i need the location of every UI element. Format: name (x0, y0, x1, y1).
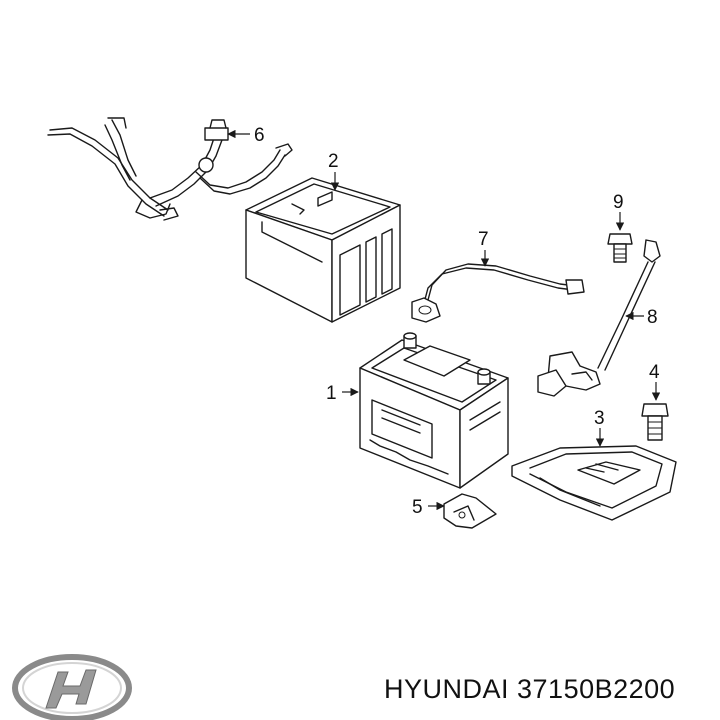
callout-4: 4 (649, 362, 661, 401)
callout-7: 7 (478, 229, 490, 267)
callout-8: 8 (625, 307, 658, 328)
part-1-battery (359, 332, 509, 489)
part-7-negative-cable (411, 263, 585, 323)
callout-5-label: 5 (412, 497, 423, 518)
part-6-cable-harness (47, 117, 293, 221)
callout-6-label: 6 (254, 125, 265, 146)
callout-6: 6 (227, 125, 265, 146)
part-5-hold-down-clamp (443, 493, 497, 529)
part-number-caption: HYUNDAI 37150B2200 (384, 674, 675, 704)
callout-9-label: 9 (613, 192, 624, 213)
callout-4-label: 4 (649, 362, 660, 383)
callout-5: 5 (412, 497, 445, 518)
callout-8-label: 8 (647, 307, 658, 328)
callout-3-label: 3 (594, 408, 605, 429)
callout-3: 3 (594, 408, 605, 447)
part-3-mounting-plate (511, 445, 677, 521)
callout-9: 9 (613, 192, 625, 231)
part-2-battery-tray (245, 177, 401, 323)
callout-1: 1 (326, 383, 359, 404)
part-8-ground-cable (537, 239, 661, 397)
callout-2-label: 2 (328, 151, 339, 172)
part-4-bolt (641, 403, 669, 441)
callout-1-label: 1 (326, 383, 337, 404)
callout-7-label: 7 (478, 229, 489, 250)
part-9-small-bolt (607, 233, 633, 263)
hyundai-logo-icon (12, 654, 132, 720)
callout-2: 2 (328, 151, 340, 191)
